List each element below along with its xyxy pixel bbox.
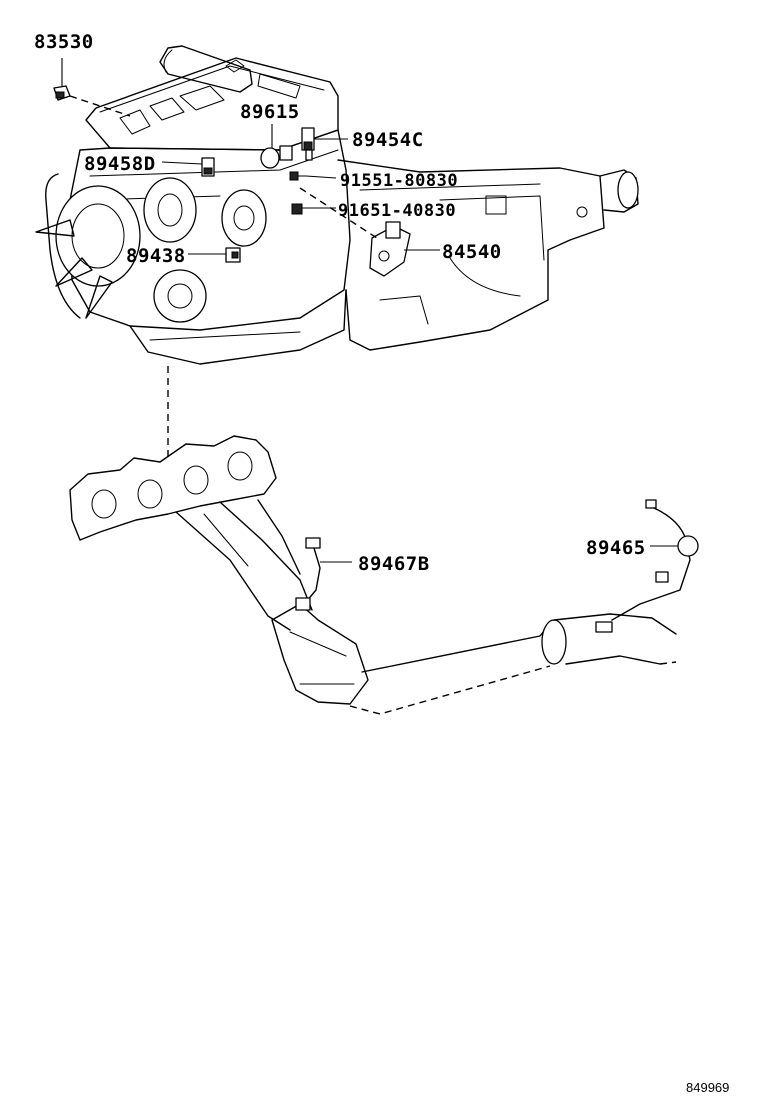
- label-83530[interactable]: 83530: [34, 31, 94, 53]
- leader-lines: [61, 58, 678, 563]
- bolt-91551: [289, 171, 307, 181]
- label-91651-40830[interactable]: 91651-40830: [338, 201, 456, 221]
- oil-pressure-switch: [53, 85, 71, 101]
- label-89438[interactable]: 89438: [126, 245, 186, 267]
- rear-oxygen-sensor: [595, 499, 699, 633]
- cam-position-sensor: [301, 127, 315, 161]
- label-89454C[interactable]: 89454C: [352, 129, 424, 151]
- bolt-91651: [291, 203, 303, 215]
- label-91551-80830[interactable]: 91551-80830: [340, 171, 458, 191]
- temperature-sensor: [201, 157, 215, 177]
- coolant-temp-sensor: [225, 247, 241, 263]
- diagram-id-code: 849969: [686, 1080, 729, 1095]
- catalytic-converter: [271, 603, 369, 705]
- label-89615[interactable]: 89615: [240, 101, 300, 123]
- knock-sensor: [260, 145, 293, 169]
- label-89467B[interactable]: 89467B: [358, 553, 430, 575]
- front-oxygen-sensor: [295, 537, 321, 611]
- engine-assembly: [35, 45, 351, 460]
- label-89458D[interactable]: 89458D: [84, 153, 156, 175]
- label-89465[interactable]: 89465: [586, 537, 646, 559]
- neutral-start-switch: [369, 221, 411, 277]
- label-84540[interactable]: 84540: [442, 241, 502, 263]
- exhaust-pipe: [349, 613, 677, 715]
- exhaust-manifold: [69, 435, 313, 631]
- transmission-assembly: [337, 159, 639, 351]
